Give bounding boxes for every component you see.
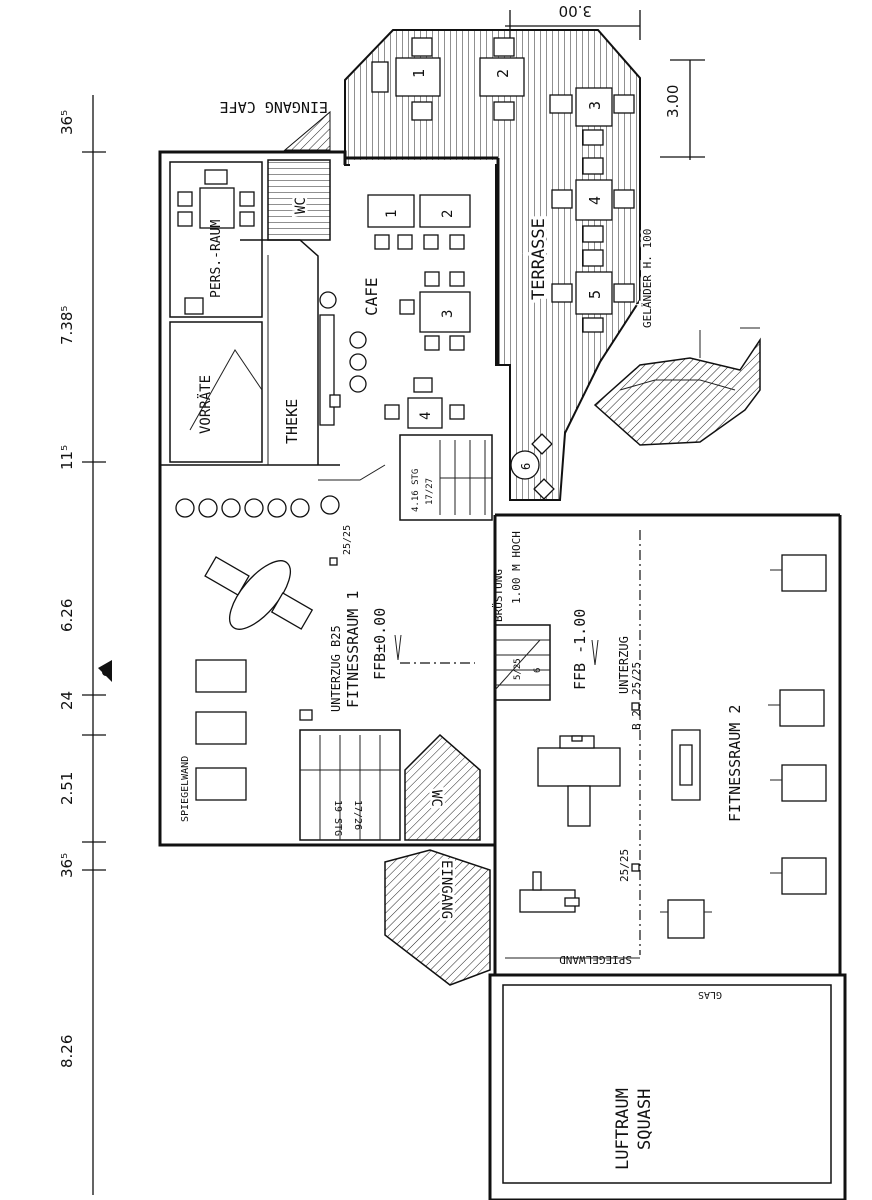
- cafe-label: CAFE: [362, 277, 381, 316]
- machines-right-wall: [768, 554, 827, 895]
- round-table-number: 6: [519, 463, 533, 470]
- cafe-table-2: 2: [419, 194, 471, 228]
- cafe-table-3: 3: [419, 291, 471, 333]
- terrace-table-number: 5: [586, 290, 604, 299]
- mirror-wall-1-label: SPIEGELWAND: [180, 756, 191, 822]
- terrace-table-2: 2: [479, 37, 525, 121]
- outdoor-stair: [593, 327, 761, 446]
- building-walls: [158, 150, 842, 975]
- dim-top-1: 3.00: [559, 2, 592, 20]
- fitness-room-1-label: FITNESSRAUM 1: [344, 591, 362, 708]
- north-arrow-icon: [98, 660, 112, 682]
- cafe-table-number: 4: [418, 412, 434, 420]
- dimension-line-top: 3.00 3.00: [505, 2, 705, 160]
- round-stools-row: [175, 495, 340, 518]
- terrace-table-1: 1: [371, 37, 441, 121]
- terrace-table-number: 4: [586, 196, 604, 205]
- stair-mid-label: 5/25: [513, 658, 523, 680]
- gym-equipment-2: [519, 729, 712, 939]
- squash-label: SQUASH: [635, 1089, 655, 1150]
- storage-label: VORRÄTE: [196, 375, 214, 434]
- fitness-room-2-label: FITNESSRAUM 2: [726, 705, 744, 822]
- terrace-table-3: 3: [549, 87, 635, 146]
- balustrade-label: BRÜSTUNG: [492, 569, 505, 622]
- wc-bottom-label: WC: [428, 790, 444, 807]
- dim-left-1: 36⁵: [58, 110, 76, 135]
- entrance-label: EINGANG: [438, 860, 454, 919]
- beam-2-size: 25/25: [630, 662, 643, 695]
- squash-court: LUFTRAUM SQUASH: [488, 973, 847, 1200]
- stair-bottom-label: 19 STG: [332, 800, 343, 836]
- terrace-label: TERRASSE: [529, 218, 549, 300]
- dim-left-4: 6.26: [58, 599, 76, 632]
- terrace-table-5: 5: [551, 249, 635, 333]
- stair-mid-label-2: 6: [533, 668, 543, 673]
- bar-counter: THEKE: [240, 239, 341, 465]
- fitness-room-1: SPIEGELWAND UNTERZUG B25 FITNESSRAUM 1 F…: [175, 464, 475, 822]
- entrance-cafe-label: EINGANG CAFE: [220, 98, 328, 116]
- beam-1-size: 25/25: [342, 525, 353, 555]
- glass-label: GLAS: [698, 989, 722, 1000]
- railing-label: GELÄNDER H. 100: [641, 229, 654, 328]
- terrace-tables: 1 2 3 4 5: [371, 37, 635, 333]
- dim-left-5: 24: [58, 691, 76, 710]
- cafe-table-1: 1: [367, 194, 415, 228]
- floor-level-2: FFB -1.00: [571, 609, 589, 690]
- dim-left-8: 8.26: [58, 1035, 76, 1068]
- beam-3-size: 25/25: [618, 849, 631, 882]
- cafe-room: CAFE 1 2 3 4: [319, 194, 471, 429]
- lower-stairs: 19 STG 17/26: [299, 729, 401, 841]
- stair-top-label: 4.16 STG: [411, 469, 421, 512]
- wc-top-label: WC: [293, 197, 309, 214]
- dim-top-2: 3.00: [664, 85, 682, 118]
- storage-room: VORRÄTE: [169, 321, 263, 463]
- cafe-table-4: 4: [407, 397, 443, 429]
- terrace-table-number: 3: [586, 101, 604, 110]
- counter-label: THEKE: [283, 399, 301, 444]
- cafe-stairs: 4.16 STG 17/27: [399, 434, 493, 521]
- dim-left-2: 7.38⁵: [58, 306, 76, 345]
- gym-equipment-1: [204, 556, 314, 630]
- stair-top-label-2: 17/27: [425, 478, 435, 505]
- wc-top: WC: [267, 159, 331, 241]
- balustrade-height: 1.00 M HOCH: [510, 531, 523, 604]
- staff-room: PERS.-RAUM: [169, 161, 263, 318]
- terrace-table-4: 4: [551, 157, 635, 243]
- stair-bottom-label-2: 17/26: [352, 800, 363, 830]
- cafe-table-number: 3: [440, 310, 456, 318]
- beam-1-label: UNTERZUG B25: [329, 625, 343, 712]
- cafe-table-number: 1: [384, 210, 400, 218]
- dimension-line-left: 36⁵ 7.38⁵ 11⁵ 6.26 24 2.51 36⁵ 8.26: [58, 95, 106, 1195]
- staff-room-label: PERS.-RAUM: [209, 220, 224, 298]
- round-table: 6: [510, 433, 555, 500]
- void-label: LUFTRAUM: [613, 1088, 633, 1170]
- dim-left-3: 11⁵: [58, 445, 76, 470]
- dim-left-7: 36⁵: [58, 853, 76, 878]
- floor-level-1: FFB±0.00: [371, 608, 389, 680]
- beam-2-label: UNTERZUG: [617, 636, 631, 694]
- entrance-cafe-arrow: [283, 110, 331, 151]
- middle-stairs: 5/25 6: [494, 624, 551, 701]
- mirror-wall-2-label: SPIEGELWAND: [559, 953, 632, 966]
- balustrade: BRÜSTUNG 1.00 M HOCH: [492, 531, 550, 626]
- terrace-table-number: 1: [410, 69, 428, 78]
- dim-left-6: 2.51: [58, 772, 76, 805]
- wc-bottom: WC: [404, 733, 481, 841]
- main-entrance: EINGANG: [384, 849, 491, 986]
- fitness-room-2: FFB -1.00 UNTERZUG 25/25 B 25 FITNESSRAU…: [505, 530, 827, 1000]
- cafe-table-number: 2: [440, 210, 456, 218]
- terrace-table-number: 2: [494, 69, 512, 78]
